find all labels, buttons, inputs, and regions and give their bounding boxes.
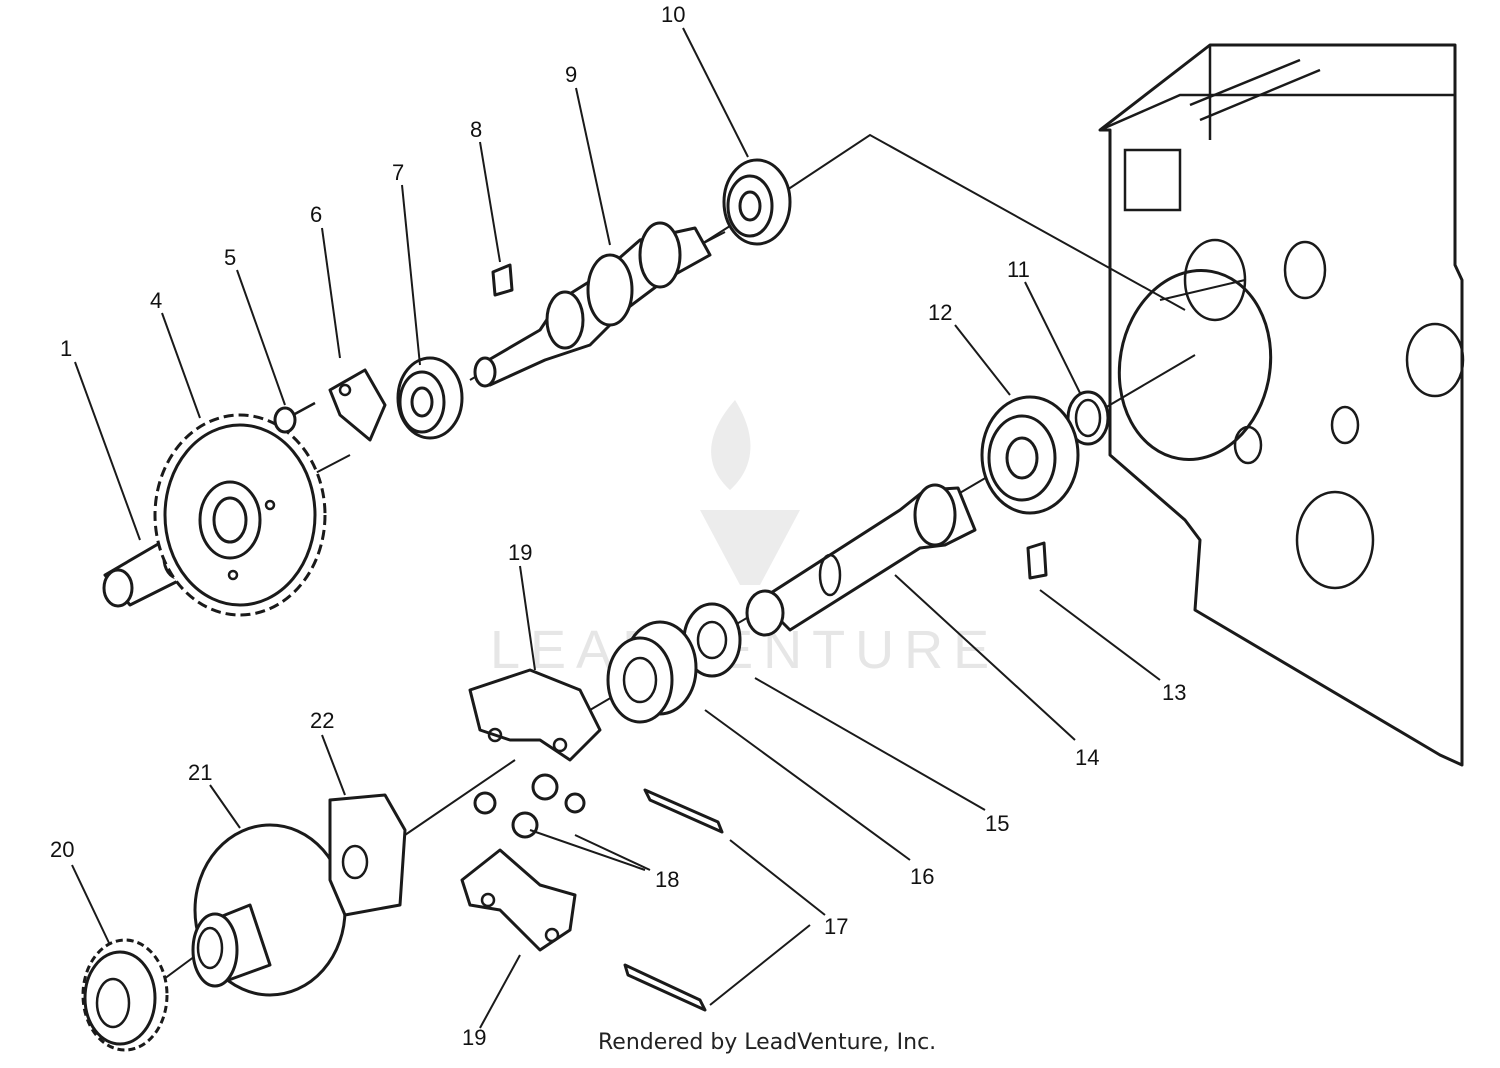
callout-14: 14: [1075, 745, 1099, 770]
callout-17: 17: [824, 914, 848, 939]
part-20-pinion-gear: [81, 938, 169, 1052]
part-6-bearing-plate: [328, 368, 387, 442]
callout-7: 7: [392, 160, 404, 185]
part-4-cam-gear: [153, 413, 327, 617]
part-16-sleeve: [606, 620, 698, 724]
part-19-upper-bracket: [468, 668, 602, 762]
part-13-set-screw: [1026, 541, 1048, 580]
callout-6: 6: [310, 202, 322, 227]
watermark-text: LEADVENTURE: [490, 620, 999, 680]
callout-21: 21: [188, 760, 212, 785]
part-21-drive-housing: [191, 823, 347, 997]
callout-8: 8: [470, 117, 482, 142]
part-5-screw: [273, 401, 316, 434]
callout-labels: 1 4 5 6 7 8 9 10 11 12 13 14 15 16 17 18…: [50, 2, 1186, 1050]
callout-19-upper: 19: [508, 540, 532, 565]
callout-11: 11: [1007, 257, 1030, 282]
part-19-lower-bracket: [460, 848, 577, 952]
part-12-bearing: [980, 395, 1080, 515]
callout-13: 13: [1162, 680, 1186, 705]
leader-lines: [71, 27, 1161, 1029]
callout-18: 18: [655, 867, 679, 892]
part-14-governor-shaft: [745, 483, 977, 637]
footer-credit: Rendered by LeadVenture, Inc.: [598, 1030, 937, 1055]
callout-9: 9: [565, 62, 577, 87]
part-9-camshaft: [473, 221, 712, 388]
part-10-bearing: [722, 158, 792, 246]
callout-4: 4: [150, 288, 162, 313]
callout-10: 10: [661, 2, 685, 27]
callout-1: 1: [60, 336, 72, 361]
part-18-hardware: [473, 773, 586, 839]
callout-16: 16: [910, 864, 934, 889]
callout-22: 22: [310, 708, 334, 733]
part-7-bearing: [396, 356, 464, 440]
callout-19-lower: 19: [462, 1025, 486, 1050]
callout-20: 20: [50, 837, 74, 862]
part-22-plate: [328, 793, 407, 917]
part-17-pins: [623, 788, 724, 1012]
callout-12: 12: [928, 300, 952, 325]
engine-block: [1098, 43, 1465, 767]
part-8-key: [491, 263, 514, 297]
callout-15: 15: [985, 811, 1009, 836]
callout-5: 5: [224, 245, 236, 270]
